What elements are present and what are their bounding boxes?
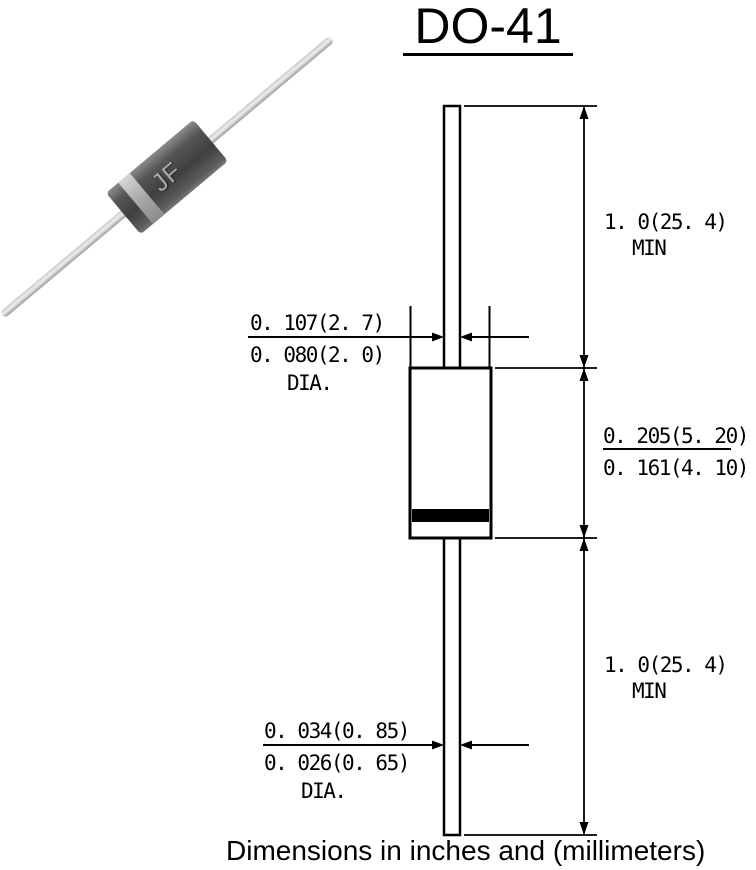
arrowhead-left-icon — [460, 740, 472, 750]
package-title: DO-41 — [403, 0, 573, 56]
drawing-bottom-lead — [442, 536, 462, 837]
dim-top-lead-min: MIN — [632, 236, 667, 260]
dim-bottom-lead-length: 1. 0(25. 4) — [604, 653, 728, 677]
dim-top-lead-dia-label: DIA. — [287, 371, 333, 395]
arrowhead-up-icon — [579, 538, 589, 551]
arrowhead-up-icon — [579, 106, 589, 119]
arrowhead-down-icon — [579, 822, 589, 835]
dim-bottom-lead-dia-max: 0. 034(0. 85) — [264, 719, 410, 743]
arrowhead-up-icon — [579, 368, 589, 381]
dim-top-lead-length: 1. 0(25. 4) — [604, 210, 728, 234]
arrowhead-left-icon — [460, 332, 472, 342]
drawing-cathode-band — [412, 509, 489, 522]
arrowhead-right-icon — [432, 740, 444, 750]
dim-body-length-max: 0. 205(5. 20) — [603, 424, 749, 448]
dim-bottom-lead-dia-label: DIA. — [301, 779, 347, 803]
drawing-top-lead — [442, 104, 462, 370]
dim-body-length-min: 0. 161(4. 10) — [603, 456, 749, 480]
dim-top-lead-dia-max: 0. 107(2. 7) — [250, 311, 385, 335]
arrowhead-down-icon — [579, 355, 589, 368]
dim-bottom-lead-min: MIN — [632, 679, 667, 703]
dim-bottom-lead-dia-min: 0. 026(0. 65) — [264, 751, 410, 775]
arrowhead-down-icon — [579, 525, 589, 538]
arrowhead-right-icon — [432, 332, 444, 342]
units-caption: Dimensions in inches and (millimeters) — [226, 835, 706, 866]
dim-top-lead-dia-min: 0. 080(2. 0) — [250, 343, 385, 367]
